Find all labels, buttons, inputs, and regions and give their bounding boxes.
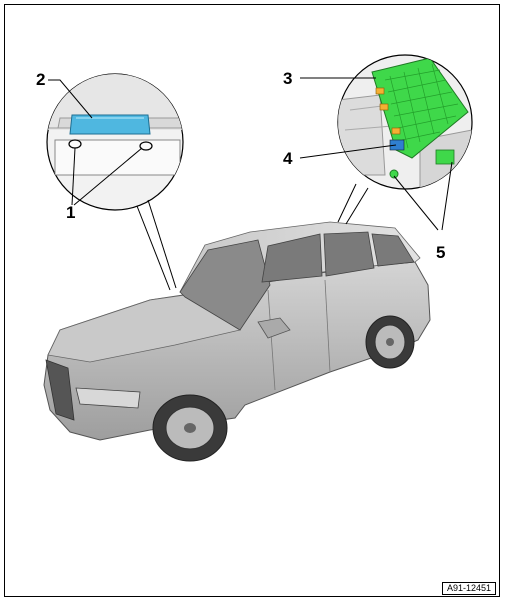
leader-lines xyxy=(48,77,453,291)
component-2-blue xyxy=(69,114,151,135)
callout-4: 4 xyxy=(283,149,293,168)
callout-3: 3 xyxy=(283,69,293,88)
callout-5: 5 xyxy=(436,243,446,262)
nut-right xyxy=(139,141,153,151)
detail-circle-right xyxy=(337,54,473,190)
car-illustration xyxy=(43,221,431,462)
callout-1: 1 xyxy=(66,203,76,222)
detail-circle-left xyxy=(46,73,184,211)
figure-frame xyxy=(4,4,500,597)
figure-code: A91-12451 xyxy=(442,582,496,595)
callout-2: 2 xyxy=(36,70,46,89)
